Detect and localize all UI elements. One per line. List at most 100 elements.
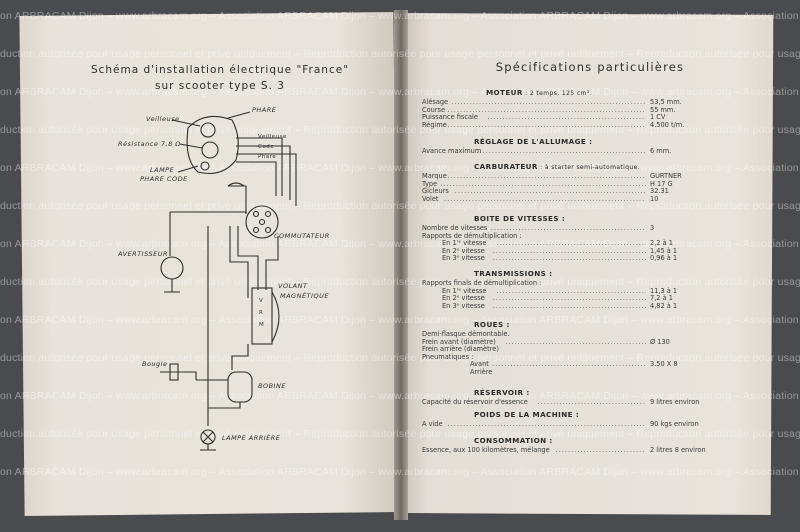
label-veilleuse: Veilleuse xyxy=(146,115,180,123)
spec-heading-text: RÉSERVOIR : xyxy=(474,388,530,397)
spec-section-heading: RÉSERVOIR : xyxy=(474,388,530,397)
label-bougie: Bougie xyxy=(142,360,168,368)
leader-dots: ........................................… xyxy=(444,194,646,203)
spec-row-value: 3.50 X 8 xyxy=(650,360,678,369)
spec-row: En 1ʳᵉ vitesse..........................… xyxy=(442,287,742,295)
leader-dots: ........................................… xyxy=(490,224,646,232)
watermark-line: on ARBRACAM Dijon – www.arbracam.org – A… xyxy=(0,466,800,478)
spec-heading-note: : à starter semi-automatique. xyxy=(537,164,641,171)
leader-dots: ........................................… xyxy=(447,420,646,428)
spec-row: Régime..................................… xyxy=(422,121,742,129)
pilot-lamp xyxy=(200,122,216,138)
spec-row: Capacité du réservoir d'essence.........… xyxy=(422,398,742,406)
spec-row: Avant...................................… xyxy=(470,360,742,368)
watermark-line: on ARBRACAM Dijon – www.arbracam.org – A… xyxy=(0,314,800,326)
leader-dots: ........................................… xyxy=(492,246,646,255)
spec-row-label: Marque xyxy=(422,172,447,180)
spec-row-label: Arrière xyxy=(470,368,493,376)
book-spine xyxy=(394,10,408,520)
leader-dots: ........................................… xyxy=(496,239,646,248)
spec-row-value: 2,2 à 1 xyxy=(650,239,673,248)
spec-row-label: En 2ᵉ vitesse xyxy=(442,294,485,303)
specs-title: Spécifications particulières xyxy=(495,60,685,74)
spec-row: En 3ᵉ vitesse...........................… xyxy=(442,302,742,310)
leader-dots: ........................................… xyxy=(447,120,646,129)
spec-row-value: 53,5 mm. xyxy=(650,98,682,106)
watermark-line: duction autorisée pour usage personnel e… xyxy=(0,428,800,440)
commutateur-body xyxy=(245,205,279,239)
spec-row-label: Frein avant (diamètre) xyxy=(422,337,496,346)
spec-row: Rapports de démultiplication : xyxy=(422,232,742,240)
label-lampe: LAMPE xyxy=(150,166,175,174)
spec-heading-text: BOITE DE VITESSES : xyxy=(474,214,566,223)
spec-row-value: 6 mm. xyxy=(650,147,672,155)
watermark-line: on ARBRACAM Dijon – www.arbracam.org – A… xyxy=(0,10,800,22)
volant-box xyxy=(251,287,273,345)
spec-row: En 2ᵉ vitesse...........................… xyxy=(442,247,742,255)
spec-row: Essence, aux 100 kilomètres, mélange....… xyxy=(422,446,742,454)
spec-row: Nombre de vitesses......................… xyxy=(422,224,742,232)
spec-row-label: En 1ʳᵉ vitesse xyxy=(442,239,487,248)
leader-dots: ........................................… xyxy=(487,113,646,122)
label-code-wire: Code xyxy=(258,144,275,150)
watermark-line: duction autorisée pour usage personnel e… xyxy=(0,48,800,60)
spec-row-value: 10 xyxy=(650,194,659,203)
diagram-title-line1: Schéma d'installation électrique "France… xyxy=(90,64,350,76)
spec-row: En 1ʳᵉ vitesse..........................… xyxy=(442,239,742,247)
spec-heading-text: POIDS DE LA MACHINE : xyxy=(474,410,580,419)
label-m: M xyxy=(259,322,265,328)
spec-row-value: H 17 G xyxy=(650,179,673,188)
label-v: V xyxy=(259,298,264,304)
spec-row: Alésage.................................… xyxy=(422,98,742,106)
diagram-title-line2: sur scooter type S. 3 xyxy=(155,80,285,92)
label-volant: VOLANT xyxy=(278,282,308,290)
spec-row-label: En 3ᵉ vitesse xyxy=(442,301,485,310)
spec-row-label: Alésage xyxy=(422,98,449,106)
spec-row-label: Avance maximum xyxy=(422,147,482,155)
label-lampe-arriere: LAMPE ARRIÈRE xyxy=(222,434,281,442)
label-phare: PHARE xyxy=(252,106,277,114)
spec-row: Pneumatiques : xyxy=(422,353,742,361)
spec-row-value: Ø 130 xyxy=(650,337,670,346)
spec-row-label: Pneumatiques : xyxy=(422,352,474,361)
leader-dots: ........................................… xyxy=(492,254,646,263)
avertisseur-body xyxy=(160,256,184,280)
spec-row-label: Avant xyxy=(470,360,489,369)
watermark-line: duction autorisée pour usage personnel e… xyxy=(0,124,800,136)
spec-row: A vide..................................… xyxy=(422,420,742,428)
spec-heading-text: ROUES : xyxy=(474,320,510,329)
spec-row-label: Nombre de vitesses xyxy=(422,224,488,232)
spec-row-label: Rapports de démultiplication : xyxy=(422,231,522,240)
spec-row-label: Capacité du réservoir d'essence xyxy=(422,398,528,406)
spec-row: En 3ᵉ vitesse...........................… xyxy=(442,254,742,262)
spec-row-value: 0,96 à 1 xyxy=(650,254,678,263)
spec-row-label: Rapports finals de démultiplication : xyxy=(422,279,542,287)
leader-dots: ........................................… xyxy=(447,172,646,180)
spec-row: Course..................................… xyxy=(422,106,742,114)
spec-row: Rapports finals de démultiplication : xyxy=(422,279,742,287)
spec-heading-text: CARBURATEUR xyxy=(474,162,538,171)
spec-row-label: A vide xyxy=(422,420,443,428)
spec-row-label: Volet xyxy=(422,194,439,203)
spec-row: Frein avant (diamètre)..................… xyxy=(422,338,742,346)
spec-row: Frein arrière (diamètre) xyxy=(422,345,742,353)
bougie-body xyxy=(169,363,179,381)
spec-row-value: 1,45 à 1 xyxy=(650,246,678,255)
spec-row-value: GURTNER xyxy=(650,172,682,180)
spec-row: Arrière xyxy=(470,368,742,376)
spec-row-label: Puissance fiscale xyxy=(422,113,478,122)
spec-heading-text: CONSOMMATION : xyxy=(474,436,553,445)
label-bobine: BOBINE xyxy=(258,382,286,390)
spec-row: Demi-flasque démontable. xyxy=(422,330,742,338)
label-resistance: Résistance 7,8 Ω xyxy=(118,140,181,148)
spec-section-heading: POIDS DE LA MACHINE : xyxy=(474,410,579,419)
spec-row-label: Frein arrière (diamètre) xyxy=(422,345,499,354)
spec-row-value: 4.500 t/m. xyxy=(650,120,685,129)
watermark-line: on ARBRACAM Dijon – www.arbracam.org – A… xyxy=(0,390,800,402)
spec-row-label: Gicleurs xyxy=(422,187,449,196)
spec-row-value: 2 litres 8 environ xyxy=(650,446,706,454)
leader-dots: ........................................… xyxy=(492,301,646,310)
spec-row-value: 1 CV xyxy=(650,113,666,122)
watermark-line: duction autorisée pour usage personnel e… xyxy=(0,352,800,364)
spec-row-label: En 1ʳᵉ vitesse xyxy=(442,286,487,295)
